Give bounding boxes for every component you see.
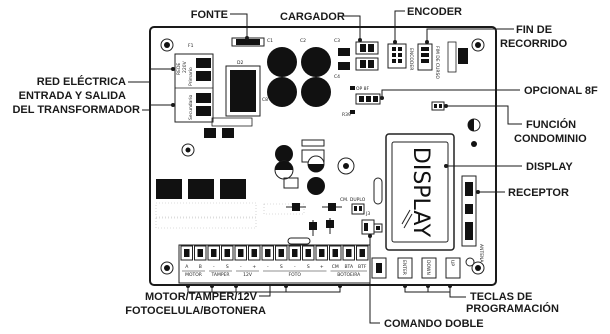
- label-encoder: ENCODER: [407, 6, 462, 18]
- label-fin-2: RECORRIDO: [500, 38, 568, 50]
- svg-text:Secundario: Secundario: [188, 94, 194, 120]
- terminal-label: +: [320, 264, 324, 270]
- svg-text:ANTENA: ANTENA: [478, 244, 484, 263]
- svg-text:ENTER: ENTER: [401, 260, 407, 275]
- power-supply: D2: [181, 37, 265, 157]
- label-funcion-2: CONDOMINIO: [514, 133, 587, 145]
- display-module: [385, 133, 455, 251]
- svg-text:Primario: Primario: [188, 67, 194, 86]
- svg-text:REDE: REDE: [176, 63, 182, 75]
- leader-lines: [128, 10, 522, 324]
- terminal-label: -: [267, 265, 269, 270]
- label-comando: COMANDO DOBLE: [384, 318, 484, 330]
- label-motor-2: FOTOCELULA/BOTONERA: [125, 305, 266, 317]
- terminal-label: S: [280, 264, 283, 270]
- terminal-group-label: TAMPER: [210, 272, 229, 278]
- terminal-contact: [184, 249, 190, 257]
- terminal-contact: [305, 249, 311, 257]
- terminal-contact: [211, 249, 217, 257]
- terminal-label: -: [213, 265, 215, 270]
- svg-text:C1: C1: [267, 38, 273, 44]
- relay-row: [155, 179, 305, 229]
- svg-text:D2: D2: [237, 60, 243, 66]
- terminal-contact: [224, 249, 230, 257]
- terminal-label: CM: [332, 264, 339, 270]
- svg-text:UP: UP: [449, 260, 455, 266]
- terminal-label: -: [240, 265, 242, 270]
- terminal-contact: [319, 249, 325, 257]
- display-text: DISPLAY: [408, 147, 433, 238]
- svg-text:J3: J3: [365, 211, 370, 217]
- terminal-group-label: BOTOEIRA: [337, 272, 361, 278]
- terminal-label: A: [185, 264, 189, 270]
- terminal-label: +: [252, 264, 256, 270]
- label-motor-1: MOTOR/TAMPER/12V: [145, 291, 258, 303]
- label-fin-1: FIN DE: [516, 24, 552, 36]
- svg-text:ENCODER: ENCODER: [408, 48, 414, 70]
- double-command-connector: CM. DUPLO J3: [340, 197, 383, 235]
- terminal-contact: [359, 249, 365, 257]
- terminal-label: -: [294, 265, 296, 270]
- label-fonte: FONTE: [191, 9, 228, 21]
- battery-connector: [355, 41, 379, 71]
- svg-text:R39: R39: [342, 112, 351, 118]
- label-teclas-1: TECLAS DE: [470, 291, 532, 303]
- terminal-contact: [278, 249, 284, 257]
- terminal-block: A B - S - + - S - S + CM BTA BTF MOTOR TAMPER 12V FOTO BOT…: [178, 244, 371, 284]
- svg-text:C3: C3: [334, 38, 340, 44]
- svg-text:C8: C8: [262, 97, 268, 103]
- terminal-contact: [332, 249, 338, 257]
- terminal-contact: [265, 249, 271, 257]
- svg-text:OP 8F: OP 8F: [356, 86, 370, 92]
- terminal-contact: [238, 249, 244, 257]
- encoder-connector: ENCODER: [387, 43, 414, 70]
- terminal-contact: [197, 249, 203, 257]
- label-red-2: ENTRADA Y SALIDA: [19, 90, 126, 102]
- terminal-label: S: [307, 264, 310, 270]
- terminal-label: BTA: [344, 264, 353, 270]
- svg-text:DOWN: DOWN: [425, 260, 431, 275]
- limit-switch-connector: FIM DE CURSO: [417, 41, 468, 79]
- terminal-label: BTF: [358, 264, 367, 270]
- terminal-group-label: 12V: [243, 272, 253, 278]
- label-receptor: RECEPTOR: [508, 187, 569, 199]
- condominium-jumper: [431, 101, 445, 111]
- terminal-contact: [292, 249, 298, 257]
- diodes: [286, 203, 342, 245]
- terminal-contact: [251, 249, 257, 257]
- svg-text:F1: F1: [188, 43, 194, 49]
- optional-8f-connector: OP 8F R39: [342, 86, 381, 118]
- transformer-connector: F1 REDE 220V Primario Secundario: [174, 43, 214, 123]
- label-cargador: CARGADOR: [280, 11, 345, 23]
- svg-text:C4: C4: [334, 74, 340, 80]
- svg-text:C2: C2: [300, 38, 306, 44]
- label-red-1: RED ELÉCTRICA: [37, 75, 126, 88]
- label-opcional: OPCIONAL 8F: [524, 85, 598, 97]
- terminal-group-label: FOTO: [289, 272, 302, 278]
- programming-keys: ENTER DOWN UP: [371, 257, 461, 279]
- svg-text:FIM DE CURSO: FIM DE CURSO: [434, 46, 440, 79]
- terminal-group-label: MOTOR: [185, 272, 202, 278]
- terminal-label: B: [199, 264, 202, 270]
- charger-capacitors: C1 C2 C3 C4 C8: [262, 38, 350, 107]
- label-teclas-2: PROGRAMACIÓN: [466, 302, 559, 315]
- mounting-holes: [160, 38, 485, 275]
- label-red-3: DEL TRANSFORMADOR: [12, 104, 140, 116]
- label-funcion-1: FUNCIÓN: [526, 118, 576, 131]
- terminal-label: S: [226, 264, 229, 270]
- misc-components: [274, 118, 481, 205]
- svg-text:220V: 220V: [182, 60, 188, 73]
- svg-text:CM. DUPLO: CM. DUPLO: [340, 197, 366, 203]
- terminal-contact: [346, 249, 352, 257]
- receiver-module: ANTENA: [461, 175, 484, 267]
- label-display: DISPLAY: [526, 161, 573, 173]
